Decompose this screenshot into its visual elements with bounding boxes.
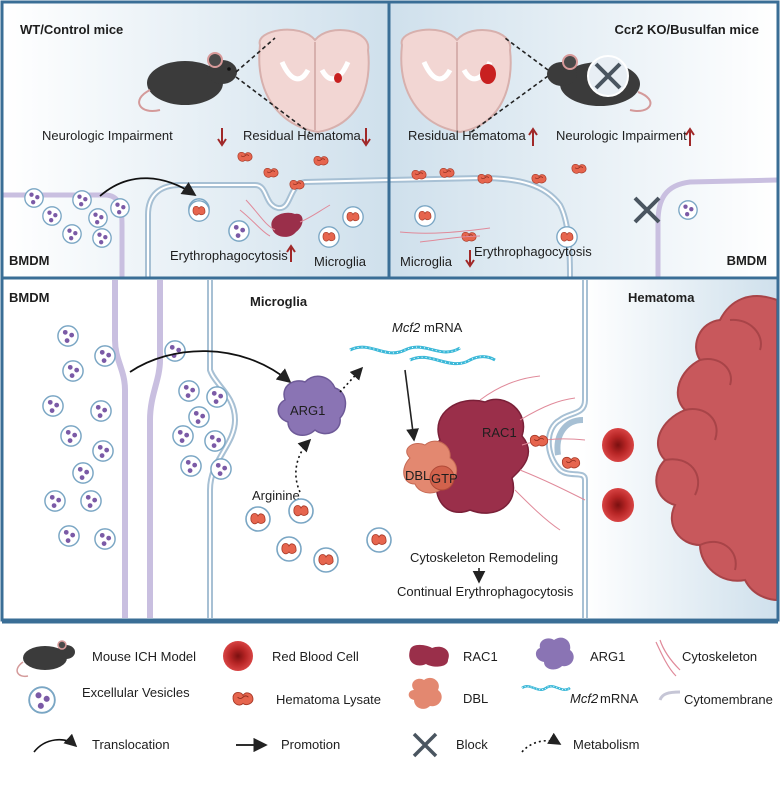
mouse-icon [138, 52, 237, 112]
legend-mcf2-gene: Mcf2 [570, 691, 599, 706]
ccr2-erythro-label: Erythrophagocytosis [474, 244, 592, 259]
mech-hematoma-label: Hematoma [628, 290, 695, 305]
ccr2-hematoma-label: Residual Hematoma [408, 128, 527, 143]
rac1-complex [403, 398, 530, 514]
wt-erythro-label: Erythrophagocytosis [170, 248, 288, 263]
legend-cytoskeleton-icon [655, 639, 681, 677]
legend-arg1-icon [535, 637, 574, 670]
arg1-label: ARG1 [290, 403, 325, 418]
legend-vesicle-icon [28, 686, 56, 714]
up-arrow-icon [286, 244, 296, 262]
translocation-arrow [99, 177, 197, 197]
metabolism-arrow [339, 366, 364, 393]
wt-hematoma-label: Residual Hematoma [243, 128, 362, 143]
down-arrow-icon [217, 128, 227, 147]
red-blood-cell-icon [602, 488, 634, 522]
panel-wt-title: WT/Control mice [20, 22, 123, 37]
up-arrow-icon [528, 127, 538, 146]
wt-neuro-label: Neurologic Impairment [42, 128, 173, 143]
legend-rbc-label: Red Blood Cell [272, 649, 359, 664]
legend: Mouse ICH Model Red Blood Cell RAC1 ARG1… [16, 637, 773, 758]
dbl-label: DBL [405, 468, 430, 483]
legend-dbl-icon [408, 677, 442, 709]
legend-cytomembrane-icon [658, 690, 681, 701]
hematoma-spot-icon [480, 64, 496, 84]
panel-mechanism-background [3, 280, 777, 618]
legend-cytoskeleton-label: Cytoskeleton [682, 649, 757, 664]
mrna-icon [349, 345, 496, 366]
mech-microglia-label: Microglia [250, 294, 308, 309]
mcf2-gene-label: Mcf2 [392, 320, 421, 335]
legend-mouse-icon [16, 640, 75, 678]
down-arrow-icon [465, 250, 475, 268]
legend-block-label: Block [456, 737, 488, 752]
block-icon [633, 196, 661, 224]
wt-microglia-label: Microglia [314, 254, 367, 269]
rac1-label: RAC1 [482, 425, 517, 440]
legend-rbc-icon [223, 641, 253, 671]
legend-rac1-label: RAC1 [463, 649, 498, 664]
legend-rac1-icon [409, 644, 449, 667]
ccr2-microglia-label: Microglia [400, 254, 453, 269]
legend-translocation-label: Translocation [92, 737, 170, 752]
legend-block-icon [412, 732, 438, 758]
legend-dbl-label: DBL [463, 691, 488, 706]
arg1-icon [277, 375, 347, 437]
legend-cytomembrane-label: Cytomembrane [684, 692, 773, 707]
block-icon [587, 55, 629, 97]
legend-lysate-icon [232, 692, 254, 706]
gtp-label: GTP [431, 471, 458, 486]
hematoma-spot-icon [334, 73, 342, 83]
legend-metabolism-icon [521, 732, 562, 753]
brain-section-icon [400, 28, 512, 134]
arginine-label: Arginine [252, 488, 300, 503]
ccr2-bmdm-label: BMDM [727, 253, 767, 268]
legend-vesicles-label: Excellular Vesicles [82, 685, 190, 700]
legend-metabolism-label: Metabolism [573, 737, 639, 752]
mcf2-suffix-label: mRNA [424, 320, 463, 335]
legend-mouse-label: Mouse ICH Model [92, 649, 196, 664]
red-blood-cell-icon [602, 428, 634, 462]
legend-mcf2-suffix: mRNA [600, 691, 639, 706]
down-arrow-icon [361, 128, 371, 147]
legend-lysate-label: Hematoma Lysate [276, 692, 381, 707]
metabolism-arrow [295, 438, 312, 493]
mech-bmdm-label: BMDM [9, 290, 49, 305]
ccr2-neuro-label: Neurologic Impairment [556, 128, 687, 143]
legend-arg1-label: ARG1 [590, 649, 625, 664]
panel-ccr2-title: Ccr2 KO/Busulfan mice [615, 22, 760, 37]
wt-bmdm-label: BMDM [9, 253, 49, 268]
cytoskeleton-remodeling-label: Cytoskeleton Remodeling [410, 550, 558, 565]
legend-mrna-icon [521, 685, 571, 691]
rac1-icon [271, 212, 303, 237]
promotion-arrow [404, 369, 419, 442]
hematoma-icon [655, 295, 778, 602]
legend-translocation-icon [33, 733, 78, 753]
up-arrow-icon [685, 127, 695, 146]
brain-section-icon [258, 28, 370, 134]
translocation-arrow [129, 350, 292, 384]
legend-promotion-label: Promotion [281, 737, 340, 752]
continual-erythro-label: Continual Erythrophagocytosis [397, 584, 574, 599]
